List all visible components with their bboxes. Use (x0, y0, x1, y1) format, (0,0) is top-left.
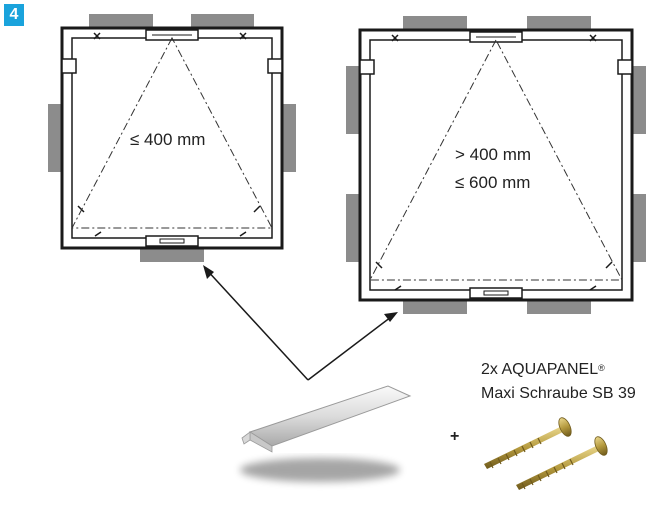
arrows (204, 267, 396, 381)
right-frame-span-label-1: > 400 mm (455, 145, 531, 164)
board-top-right (191, 14, 254, 28)
plus-sign: + (450, 428, 460, 445)
board-right-upper (632, 66, 646, 134)
board-left-lower (346, 194, 360, 262)
board-left-upper (346, 66, 360, 134)
board-left (48, 104, 62, 172)
screw-2 (516, 436, 608, 490)
board-top-left (89, 14, 153, 28)
diagonal-lines (369, 38, 623, 281)
screw-caption-line2: Maxi Schraube SB 39 (481, 385, 636, 402)
left-frame-span-label: ≤ 400 mm (130, 130, 205, 149)
board-right (282, 104, 296, 172)
board-bottom (140, 248, 204, 262)
profile-shadow (240, 458, 400, 482)
board-bottom-left (403, 300, 467, 314)
screw-1 (484, 417, 572, 469)
step-number-badge: 4 (4, 4, 24, 26)
left-frame-small (48, 14, 296, 262)
board-top-right (527, 16, 591, 30)
arrowhead-left (203, 265, 214, 279)
board-right-lower (632, 194, 646, 262)
registered-mark: ® (598, 363, 605, 373)
board-top-left (403, 16, 467, 30)
diagonal-lines (71, 36, 273, 229)
right-frame-span-label-2: ≤ 600 mm (455, 173, 530, 192)
frame-inner (369, 39, 623, 291)
screw-caption: 2x AQUAPANEL® Maxi Schraube SB 39 (481, 358, 655, 406)
right-frame-large (346, 16, 646, 314)
metal-profile (241, 385, 412, 453)
screw-caption-line1: 2x AQUAPANEL® (481, 361, 605, 378)
frame-outer (358, 28, 634, 302)
arrowhead-right (384, 312, 398, 322)
board-bottom-right (527, 300, 591, 314)
frame-outer (60, 26, 284, 250)
